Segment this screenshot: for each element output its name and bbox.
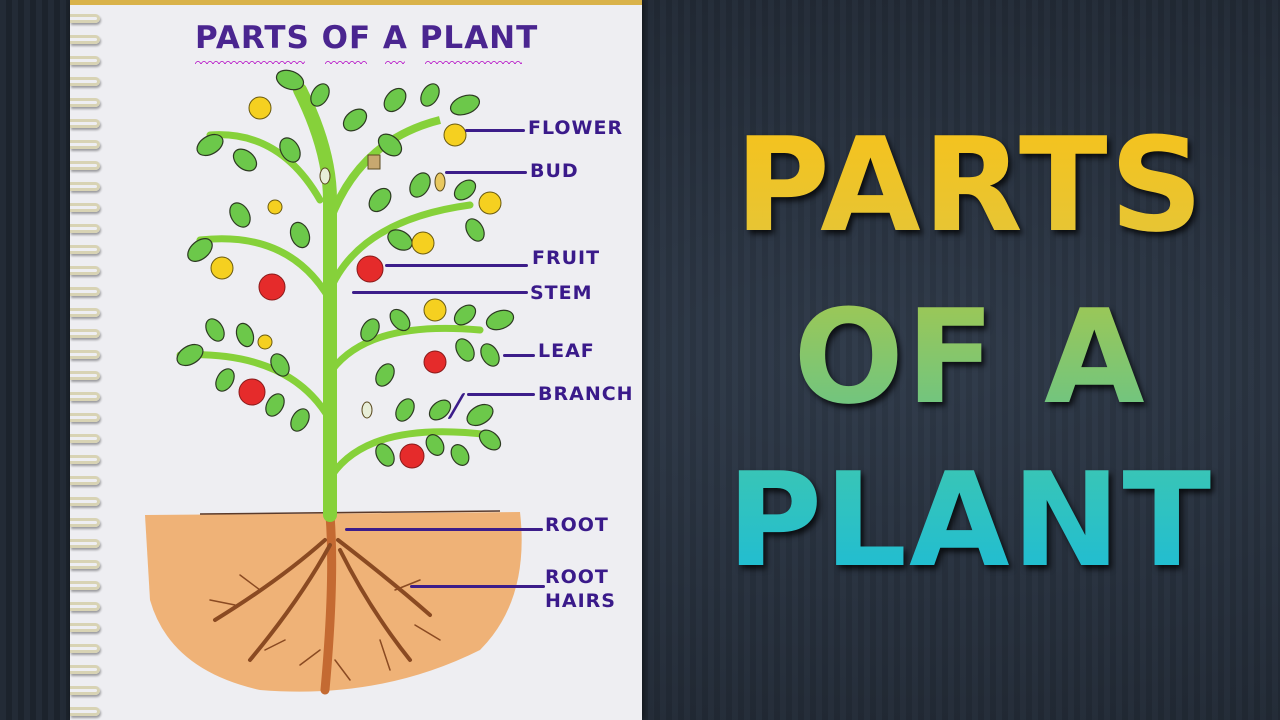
spiral-coil [70,119,100,128]
spiral-coil [70,560,100,569]
background-left-strip [0,0,70,720]
spiral-coil [70,602,100,611]
leaf-leader-line [503,354,535,357]
label-root-hairs-line2: HAIRS [545,590,616,612]
spiral-coil [70,539,100,548]
title-underline [195,58,305,64]
spiral-coil [70,413,100,422]
spiral-coil [70,14,100,23]
bud-leader-line [445,171,527,174]
spiral-coil [70,392,100,401]
spiral-coil [70,203,100,212]
spiral-coil [70,56,100,65]
flowers [210,96,502,350]
label-leaf: LEAF [538,340,595,362]
spiral-coil [70,455,100,464]
spiral-coil [70,497,100,506]
spiral-coil [70,35,100,44]
root-hairs-leader-line [410,585,545,588]
root-leader-line [345,528,543,531]
buds [319,154,446,419]
label-root: ROOT [545,514,609,536]
spiral-coil [70,98,100,107]
title-underline [325,58,367,64]
spiral-coil [70,245,100,254]
roots [209,510,441,695]
spiral-coil [70,329,100,338]
headline-line-3: PLANT [660,445,1280,595]
stem-shape [293,83,337,522]
spiral-coil [70,161,100,170]
label-fruit: FRUIT [532,247,601,269]
branch-leader-line [467,393,535,396]
spiral-coil [70,518,100,527]
spiral-coil [70,686,100,695]
fruits [238,255,447,469]
spiral-coil [70,476,100,485]
headline-line-2: OF A [660,282,1280,432]
spiral-binding [70,8,104,720]
spiral-coil [70,665,100,674]
branches [176,131,494,479]
label-root-hairs-line1: ROOT [545,566,609,588]
spiral-coil [70,140,100,149]
spiral-coil [70,224,100,233]
spiral-coil [70,707,100,716]
flower-leader-line [465,129,525,132]
label-flower: FLOWER [528,117,624,139]
spiral-coil [70,266,100,275]
label-bud: BUD [530,160,579,182]
stem-leader-line [352,291,528,294]
notebook-top-edge [70,0,642,5]
plant-illustration [145,69,522,695]
fruit-leader-line [385,264,528,267]
spiral-coil [70,77,100,86]
spiral-coil [70,350,100,359]
drawing-title: PARTS OF A PLANT [195,20,539,56]
spiral-coil [70,182,100,191]
spiral-coil [70,287,100,296]
spiral-coil [70,581,100,590]
spiral-coil [70,371,100,380]
label-stem: STEM [530,282,593,304]
leaves [176,69,515,467]
spiral-coil [70,644,100,653]
label-branch: BRANCH [538,383,634,405]
title-underline [425,58,522,64]
title-underline [385,58,405,64]
spiral-coil [70,623,100,632]
headline-line-1: PARTS [660,110,1280,260]
spiral-coil [70,308,100,317]
spiral-coil [70,434,100,443]
